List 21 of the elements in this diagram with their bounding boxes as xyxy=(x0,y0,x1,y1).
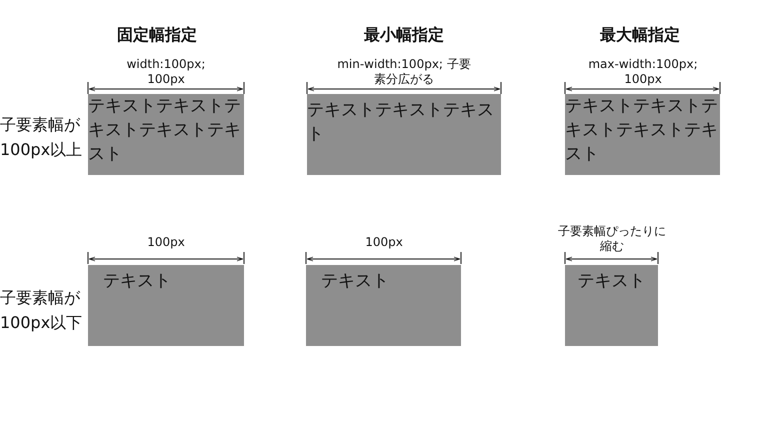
content-box xyxy=(88,265,244,346)
box-text: テキスト xyxy=(576,270,646,293)
box-text: テキストテキストテキスト xyxy=(307,99,495,146)
content-box xyxy=(307,94,501,175)
box-text: テキスト xyxy=(321,270,390,293)
dimension-label: width:100px; 100px xyxy=(126,57,206,87)
row-heading: 子要素幅が100px以下 xyxy=(0,287,84,334)
content-box xyxy=(565,265,658,346)
column-heading: 最大幅指定 xyxy=(599,24,681,46)
box-text: テキストテキストテキストテキストテキスト xyxy=(565,95,719,166)
row-heading: 子要素幅が100px以上 xyxy=(0,114,84,161)
box-text: テキスト xyxy=(103,270,172,293)
dimension-label: 子要素幅ぴったりに縮む xyxy=(557,224,667,254)
box-text: テキストテキストテキストテキストテキスト xyxy=(88,95,242,166)
dimension-label: 100px xyxy=(364,235,404,250)
column-heading: 固定幅指定 xyxy=(116,24,198,46)
content-box xyxy=(306,265,461,346)
dimension-label: min-width:100px; 子要素分広がる xyxy=(336,57,472,87)
dimension-label: 100px xyxy=(146,235,186,250)
dimension-label: max-width:100px; 100px xyxy=(587,57,699,87)
column-heading: 最小幅指定 xyxy=(363,24,445,46)
